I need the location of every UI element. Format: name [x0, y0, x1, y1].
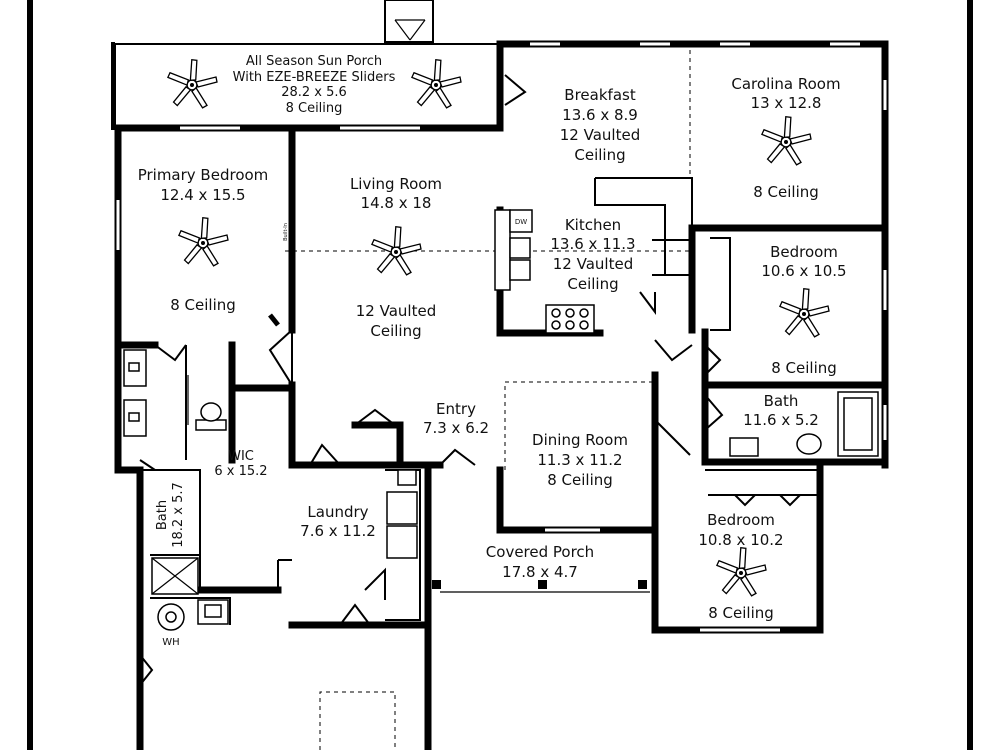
bath-right-dims: 11.6 x 5.2 [743, 411, 819, 429]
bath-left-name: Bath [155, 500, 170, 530]
breakfast-name: Breakfast [564, 86, 636, 104]
bedroom-bottom-ceiling: 8 Ceiling [708, 604, 774, 622]
fan-icon [177, 216, 229, 269]
water-heater-label: WH [162, 637, 179, 648]
kitchen-fixtures [494, 209, 595, 334]
carolina-name: Carolina Room [731, 75, 840, 93]
dining-name: Dining Room [532, 431, 628, 449]
kitchen-dims: 13.6 x 11.3 [550, 235, 635, 253]
sun-porch-sub: With EZE-BREEZE Sliders [233, 70, 396, 85]
bedroom-right-name: Bedroom [770, 243, 838, 261]
room-labels: All Season Sun Porch With EZE-BREEZE Sli… [138, 54, 847, 648]
partitions [140, 177, 820, 625]
fan-icon [370, 225, 422, 278]
dishwasher-label: DW [515, 218, 527, 226]
covered-porch-name: Covered Porch [486, 543, 594, 561]
kitchen-name: Kitchen [565, 216, 621, 234]
living-ceiling2: Ceiling [370, 322, 421, 340]
fan-icon [166, 58, 218, 111]
fan-icon [410, 58, 462, 111]
bedroom-bottom-dims: 10.8 x 10.2 [698, 531, 783, 549]
sun-porch-dims: 28.2 x 5.6 [281, 85, 347, 100]
wic-name: WIC [228, 449, 254, 464]
entry-name: Entry [436, 400, 476, 418]
laundry-name: Laundry [307, 503, 368, 521]
breakfast-ceiling1: 12 Vaulted [560, 126, 640, 144]
living-name: Living Room [350, 175, 442, 193]
bath-left-fixtures [123, 349, 227, 437]
carolina-ceiling: 8 Ceiling [753, 183, 819, 201]
porch-posts [432, 580, 650, 593]
laundry-dims: 7.6 x 11.2 [300, 522, 376, 540]
wic-dims: 6 x 15.2 [214, 464, 267, 479]
living-ceiling1: 12 Vaulted [356, 302, 436, 320]
dining-dims: 11.3 x 11.2 [537, 451, 622, 469]
dining-ceiling: 8 Ceiling [547, 471, 613, 489]
windows [116, 42, 887, 632]
bedroom-right-ceiling: 8 Ceiling [771, 359, 837, 377]
page-border [27, 0, 973, 750]
primary-bedroom-ceiling: 8 Ceiling [170, 296, 236, 314]
primary-bedroom-dims: 12.4 x 15.5 [160, 186, 245, 204]
bedroom-right-dims: 10.6 x 10.5 [761, 262, 846, 280]
rear-steps [384, 0, 434, 43]
fan-icon [778, 287, 830, 340]
water-heater [157, 599, 229, 631]
kitchen-ceiling2: Ceiling [567, 275, 618, 293]
door-swings [139, 74, 801, 686]
builtin-label: Built-In [283, 223, 289, 241]
bedroom-bottom-name: Bedroom [707, 511, 775, 529]
breakfast-ceiling2: Ceiling [574, 146, 625, 164]
breakfast-dims: 13.6 x 8.9 [562, 106, 638, 124]
fan-icon [715, 546, 767, 599]
fan-icon [760, 115, 812, 168]
shower [151, 557, 199, 595]
dashed-boundaries [285, 50, 691, 750]
primary-bedroom-name: Primary Bedroom [138, 166, 269, 184]
sun-porch-ceiling: 8 Ceiling [286, 101, 343, 116]
bath-right-name: Bath [764, 392, 799, 410]
kitchen-ceiling1: 12 Vaulted [553, 255, 633, 273]
laundry-appliances [386, 469, 418, 559]
living-dims: 14.8 x 18 [361, 194, 432, 212]
bath-left-dims: 18.2 x 5.7 [171, 482, 186, 548]
covered-porch-dims: 17.8 x 4.7 [502, 563, 578, 581]
entry-dims: 7.3 x 6.2 [423, 419, 489, 437]
bath-right-fixtures [729, 391, 879, 457]
sun-porch-name: All Season Sun Porch [246, 54, 382, 69]
carolina-dims: 13 x 12.8 [751, 94, 822, 112]
